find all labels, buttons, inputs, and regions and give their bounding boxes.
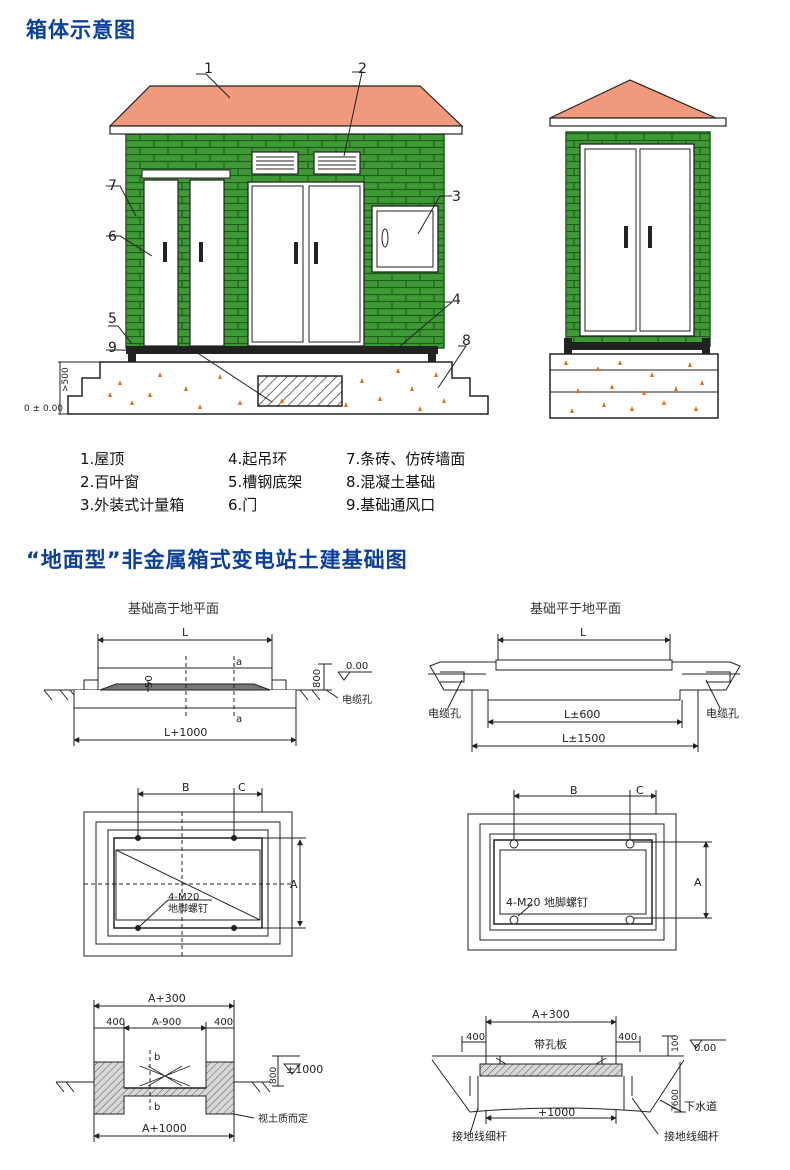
cable-hole-left: 电缆孔 <box>342 693 372 706</box>
legend-item: 5.槽钢底架 <box>228 473 303 491</box>
dim-plus-1000: +1000 <box>538 1106 575 1119</box>
soil-note: 视土质而定 <box>258 1112 308 1125</box>
dim-A-plus-300-left: A+300 <box>148 992 186 1005</box>
section-level-ground <box>428 634 741 752</box>
bolt-desc-left: 地脚螺钉 <box>168 902 208 915</box>
callout-8: 8 <box>462 333 471 349</box>
level-0-left: 0.00 <box>346 661 368 672</box>
legend-item: 1.屋顶 <box>80 450 125 468</box>
section-title-box: 箱体示意图 <box>26 18 136 42</box>
dim-B-right: B <box>570 784 578 797</box>
callout-1: 1 <box>204 61 213 77</box>
dim-L-right: L <box>580 626 587 639</box>
bolt-label-left: 4-M20 <box>168 892 199 903</box>
callout-6: 6 <box>108 229 117 245</box>
dim-400-left-2: 400 <box>214 1017 233 1028</box>
dim-B-left: B <box>182 781 190 794</box>
legend-item: 9.基础通风口 <box>346 496 436 514</box>
dim-L-pm-600: L±600 <box>564 708 600 721</box>
callout-5: 5 <box>108 311 117 327</box>
roof <box>108 85 464 127</box>
cable-hole-right-2: 电缆孔 <box>706 707 739 720</box>
callout-2: 2 <box>358 61 367 77</box>
dim-50: 50 <box>144 675 155 688</box>
legend: 1.屋顶 4.起吊环 7.条砖、仿砖墙面 2.百叶窗 5.槽钢底架 8.混凝土基… <box>80 448 546 515</box>
callout-4: 4 <box>452 292 461 308</box>
channel-steel-base <box>126 346 438 354</box>
foundation-vent <box>257 375 343 407</box>
dim-C-left: C <box>238 781 246 794</box>
cable-hole-right-1: 电缆孔 <box>428 707 461 720</box>
dim-800: 800 <box>312 669 323 688</box>
legend-item: 6.门 <box>228 496 258 514</box>
ground-rod-left: 接地线细杆 <box>452 1129 507 1143</box>
dim-L-left: L <box>182 626 189 639</box>
drain: 下水道 <box>684 1099 717 1113</box>
dim-7600: 7600 <box>671 1089 681 1112</box>
dim-800-bb: 800 <box>269 1067 279 1084</box>
dim-A-right: A <box>694 876 702 889</box>
plan-view-right <box>467 790 712 951</box>
bolt-label-right: 4-M20 地脚螺钉 <box>506 895 588 909</box>
door-left-1 <box>143 179 179 347</box>
front-elevation: >500 0 ± 0.00 1 2 3 4 5 6 7 8 9 <box>24 61 489 415</box>
dim-C-right: C <box>636 784 644 797</box>
dim-100: 100 <box>671 1035 681 1052</box>
section-a-bottom: a <box>236 714 242 725</box>
dim-pm-1000: ±1000 <box>286 1063 323 1076</box>
caption-level-ground: 基础平于地平面 <box>530 602 622 617</box>
dim-A-plus-1000: A+1000 <box>142 1122 187 1135</box>
legend-item: 8.混凝土基础 <box>346 473 436 491</box>
section-title-foundation: “地面型”非金属箱式变电站土建基础图 <box>26 548 408 572</box>
side-elevation <box>549 79 727 419</box>
height-label: >500 <box>61 367 71 392</box>
dim-400-right-1: 400 <box>466 1032 485 1043</box>
perforated-plate: 带孔板 <box>534 1037 567 1051</box>
dim-A-plus-300-right: A+300 <box>532 1008 570 1021</box>
plan-view-left <box>83 788 306 957</box>
ground-rod-right: 接地线细杆 <box>664 1129 719 1143</box>
section-b-top: b <box>154 1052 160 1063</box>
legend-item: 2.百叶窗 <box>80 473 140 491</box>
door-left-2 <box>189 179 225 347</box>
legend-item: 4.起吊环 <box>228 450 288 468</box>
section-bb-left <box>55 1000 302 1142</box>
section-above-ground <box>43 634 372 746</box>
section-b-bottom: b <box>154 1102 160 1113</box>
callout-9: 9 <box>108 340 117 356</box>
level-0-right: 0.00 <box>694 1043 716 1054</box>
dim-400-left-1: 400 <box>106 1017 125 1028</box>
section-bb-right <box>431 1016 726 1135</box>
louver-2 <box>313 151 361 175</box>
dim-A-left: A <box>290 878 298 891</box>
dim-A-minus-900: A-900 <box>152 1017 181 1028</box>
section-a-top: a <box>236 657 242 668</box>
legend-item: 3.外装式计量箱 <box>80 496 185 514</box>
dim-400-right-2: 400 <box>618 1032 637 1043</box>
caption-above-ground: 基础高于地平面 <box>128 602 220 617</box>
louver-1 <box>251 151 299 175</box>
dim-L-pm-1500: L±1500 <box>562 732 605 745</box>
legend-item: 7.条砖、仿砖墙面 <box>346 450 466 468</box>
callout-3: 3 <box>452 189 461 205</box>
dim-L-plus-1000: L+1000 <box>164 726 207 739</box>
callout-7: 7 <box>108 178 117 194</box>
ground-level-label: 0 ± 0.00 <box>24 404 63 414</box>
